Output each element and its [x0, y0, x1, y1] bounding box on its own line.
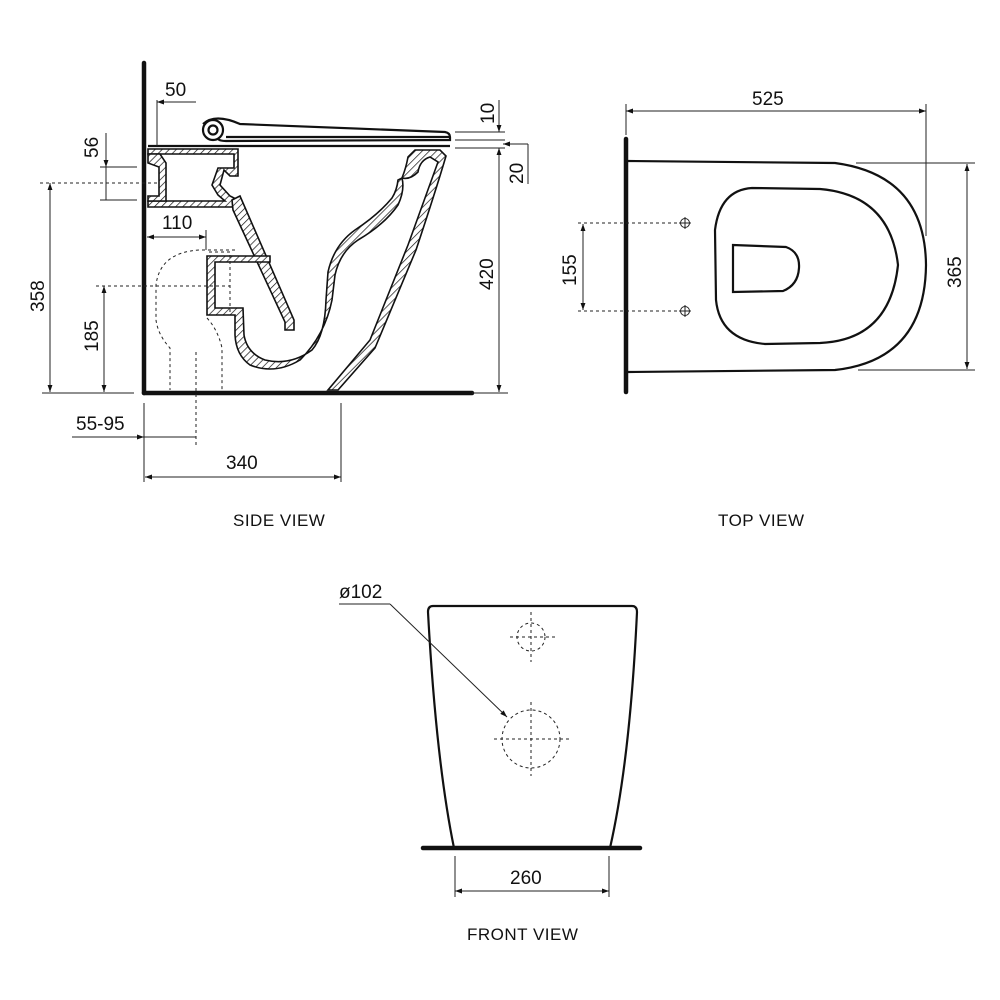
dim-label-outlet-diameter: ø102: [339, 582, 382, 603]
seat-hinge: [148, 117, 452, 148]
dim-label-outlet-setback: 55-95: [76, 414, 125, 435]
dim-diameter-102: ø102: [339, 582, 508, 718]
inlet-hole-front: [510, 612, 555, 662]
top-view: 525 365 155 TOP VIEW: [560, 89, 975, 530]
dim-label-fixing-spacing: 155: [560, 254, 581, 286]
dim-label-inlet-height: 56: [82, 137, 103, 158]
outlet-pipe-dashed: [155, 249, 235, 445]
dim-right-stack: 10 20 420: [455, 100, 529, 394]
fixing-holes: [578, 217, 691, 317]
dim-365: 365: [856, 162, 975, 371]
dim-label-outlet-height: 185: [82, 320, 103, 352]
dim-label-pan-height: 420: [477, 258, 498, 290]
outlet-opening-top: [731, 243, 801, 294]
dim-50: 50: [156, 80, 196, 146]
front-view-title: FRONT VIEW: [467, 925, 578, 944]
dim-label-lid-gap: 20: [507, 163, 528, 184]
outlet-hole-front: [494, 702, 571, 776]
dim-label-seat-setback: 50: [165, 80, 186, 101]
dim-110: 110: [147, 213, 207, 250]
dim-label-seat-thickness: 10: [478, 103, 499, 124]
dim-label-width: 365: [945, 256, 966, 288]
inlet-section: [147, 148, 240, 208]
pan-outline-top: [627, 159, 928, 374]
dim-55-95: 55-95: [72, 403, 196, 482]
dim-185: 185: [82, 285, 230, 392]
side-view: 50 56 110 358 185: [28, 60, 529, 530]
dim-label-inlet-depth: 110: [162, 213, 192, 234]
side-view-title: SIDE VIEW: [233, 511, 325, 530]
dim-155: 155: [560, 224, 586, 310]
dim-label-base-depth: 340: [226, 453, 258, 474]
dim-label-inlet-height-total: 358: [28, 280, 49, 312]
dim-525: 525: [625, 89, 927, 236]
front-view: ø102 260 FRONT VIEW: [339, 582, 643, 944]
dim-260: 260: [454, 856, 610, 897]
pan-outline-front: [426, 604, 639, 849]
dim-label-length: 525: [752, 89, 784, 110]
top-view-title: TOP VIEW: [718, 511, 805, 530]
bowl-section: [206, 149, 447, 391]
dim-label-base-width: 260: [510, 868, 542, 889]
dim-56: 56: [82, 133, 137, 201]
dim-340: 340: [145, 403, 342, 482]
dim-358: 358: [28, 183, 134, 394]
bowl-opening-top: [713, 186, 900, 346]
